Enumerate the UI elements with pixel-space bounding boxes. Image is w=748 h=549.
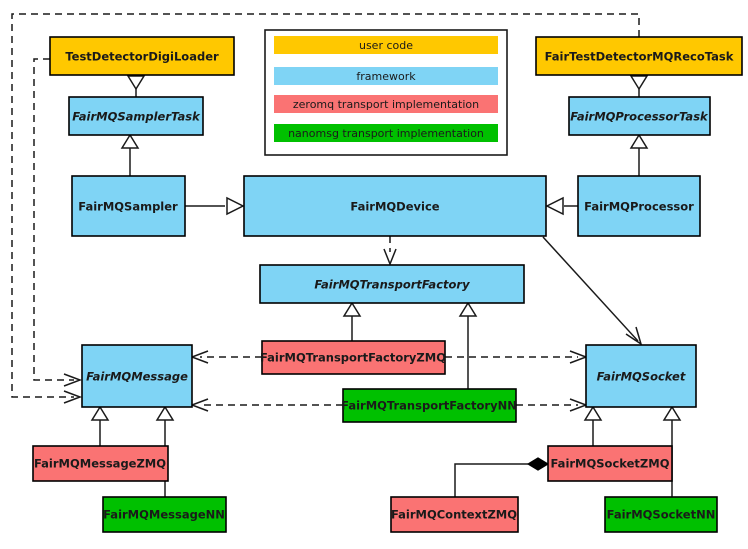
edge-tfzmq-to-transportfactory	[342, 301, 362, 341]
node-label: FairMQProcessorTask	[570, 110, 709, 124]
edge-sampler-to-samplertask	[120, 133, 140, 176]
node-box	[49, 36, 235, 76]
node-box	[535, 36, 743, 76]
node-FairMQSocketNN[interactable]: FairMQSocketNN	[604, 496, 718, 533]
node-box	[102, 496, 227, 533]
node-label: FairMQSocketNN	[607, 508, 716, 522]
node-box	[577, 175, 701, 237]
node-TestDetectorDigiLoader[interactable]: TestDetectorDigiLoader	[49, 36, 235, 76]
node-box	[32, 445, 169, 482]
legend-swatch-user-code	[274, 36, 498, 54]
legend-panel: user code framework zeromq transport imp…	[264, 29, 508, 156]
node-label: TestDetectorDigiLoader	[65, 50, 219, 64]
node-box	[259, 264, 525, 304]
edge-device-to-socket	[542, 236, 643, 346]
edge-contextzmq-to-socketzmq	[454, 457, 550, 497]
legend-item-nanomsg: nanomsg transport implementation	[274, 124, 498, 142]
edge-digiloader-to-message	[33, 58, 83, 387]
node-label: FairMQMessageZMQ	[34, 457, 166, 471]
node-box	[243, 175, 547, 237]
edge-socketzmq-to-socket	[583, 405, 603, 446]
node-box	[604, 496, 718, 533]
node-label: FairMQTransportFactoryZMQ	[260, 351, 446, 365]
node-box	[261, 340, 446, 375]
edge-tfzmq-to-message	[189, 350, 262, 364]
node-FairMQContextZMQ[interactable]: FairMQContextZMQ	[390, 496, 519, 533]
legend-swatch-nanomsg	[274, 124, 498, 142]
node-label: FairMQMessageNN	[103, 508, 225, 522]
edge-layer	[11, 13, 682, 497]
node-box	[342, 388, 517, 423]
edge-tfnn-to-transportfactory	[458, 301, 478, 389]
node-FairMQProcessor[interactable]: FairMQProcessor	[577, 175, 701, 237]
legend-label-framework: framework	[356, 70, 416, 83]
legend-label-zeromq: zeromq transport implementation	[293, 98, 479, 111]
legend-item-user-code: user code	[274, 36, 498, 54]
node-FairMQSocket[interactable]: FairMQSocket	[585, 344, 697, 408]
node-box	[547, 445, 673, 482]
node-label: FairMQMessage	[86, 370, 188, 384]
node-box	[81, 344, 193, 408]
edge-messagezmq-to-message	[90, 405, 110, 446]
node-box	[568, 96, 711, 136]
node-label: FairMQSamplerTask	[72, 110, 201, 124]
node-FairMQMessageNN[interactable]: FairMQMessageNN	[102, 496, 227, 533]
legend-item-zeromq: zeromq transport implementation	[274, 95, 498, 113]
node-FairMQTransportFactoryZMQ[interactable]: FairMQTransportFactoryZMQ	[260, 340, 446, 375]
node-FairMQDevice[interactable]: FairMQDevice	[243, 175, 547, 237]
legend-item-framework: framework	[274, 67, 498, 85]
edge-tfnn-to-socket	[516, 398, 589, 412]
node-label: FairTestDetectorMQRecoTask	[545, 50, 734, 64]
node-label: FairMQTransportFactory	[314, 278, 470, 292]
node-box	[71, 175, 186, 237]
node-FairMQSampler[interactable]: FairMQSampler	[71, 175, 186, 237]
legend-swatch-zeromq	[274, 95, 498, 113]
node-label: FairMQSocketZMQ	[551, 457, 670, 471]
node-FairMQMessageZMQ[interactable]: FairMQMessageZMQ	[32, 445, 169, 482]
edge-device-to-transportfactory	[383, 236, 397, 267]
node-label: FairMQDevice	[350, 200, 439, 214]
node-FairMQTransportFactoryNN[interactable]: FairMQTransportFactoryNN	[341, 388, 517, 423]
node-label: FairMQSampler	[78, 200, 178, 214]
node-FairMQSamplerTask[interactable]: FairMQSamplerTask	[68, 96, 204, 136]
edge-sampler-to-device	[185, 196, 245, 216]
node-box	[68, 96, 204, 136]
node-FairMQTransportFactory[interactable]: FairMQTransportFactory	[259, 264, 525, 304]
edge-samplertask-to-digiloader	[126, 75, 146, 97]
node-label: FairMQContextZMQ	[391, 508, 517, 522]
legend-swatch-framework	[274, 67, 498, 85]
edge-recotask-to-message	[11, 13, 640, 404]
node-FairTestDetectorMQRecoTask[interactable]: FairTestDetectorMQRecoTask	[535, 36, 743, 76]
node-box	[390, 496, 519, 533]
legend-label-user-code: user code	[359, 39, 413, 52]
legend-label-nanomsg: nanomsg transport implementation	[288, 127, 484, 140]
node-FairMQMessage[interactable]: FairMQMessage	[81, 344, 193, 408]
node-box	[585, 344, 697, 408]
edge-tfnn-to-message	[189, 398, 343, 412]
node-FairMQSocketZMQ[interactable]: FairMQSocketZMQ	[547, 445, 673, 482]
node-label: FairMQTransportFactoryNN	[341, 399, 517, 413]
node-label: FairMQSocket	[597, 370, 686, 384]
edge-processortask-to-recotask	[629, 75, 649, 97]
node-FairMQProcessorTask[interactable]: FairMQProcessorTask	[568, 96, 711, 136]
edge-processor-to-device	[545, 196, 578, 216]
edge-processor-to-processortask	[629, 133, 649, 176]
node-layer: TestDetectorDigiLoader FairMQSamplerTask…	[32, 36, 743, 533]
edge-tfzmq-to-socket	[445, 350, 589, 364]
node-label: FairMQProcessor	[584, 200, 694, 214]
